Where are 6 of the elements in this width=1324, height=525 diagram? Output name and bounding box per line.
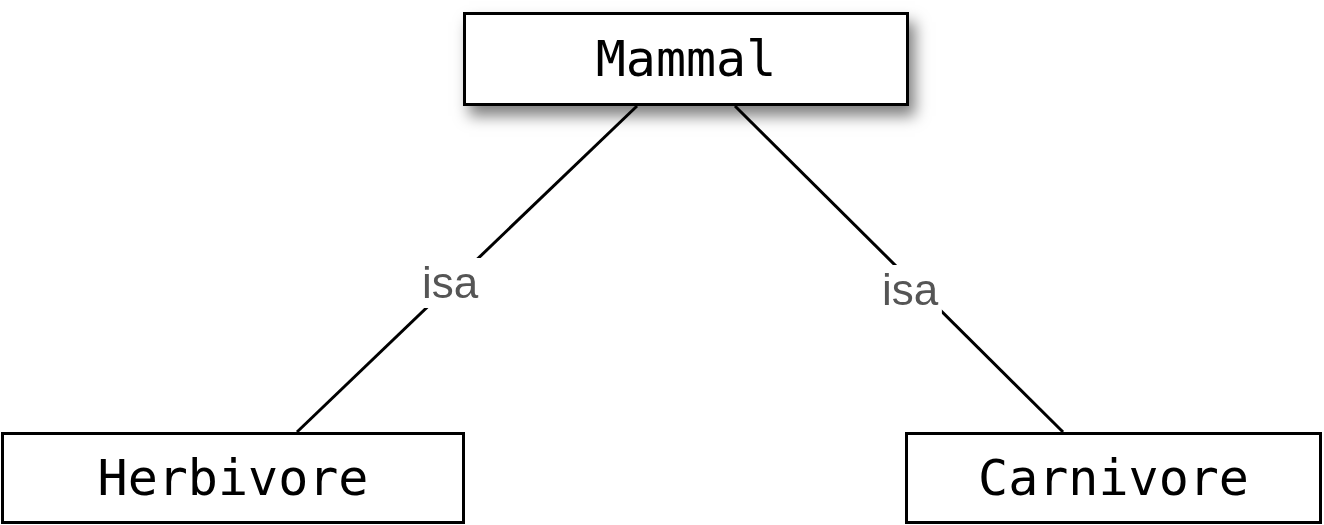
class-box	[463, 12, 909, 106]
node-label: Mammal	[595, 30, 777, 88]
class-box	[905, 432, 1322, 524]
node-label: Herbivore	[97, 449, 369, 507]
node-label: Carnivore	[978, 449, 1249, 507]
class-box	[1, 432, 465, 524]
